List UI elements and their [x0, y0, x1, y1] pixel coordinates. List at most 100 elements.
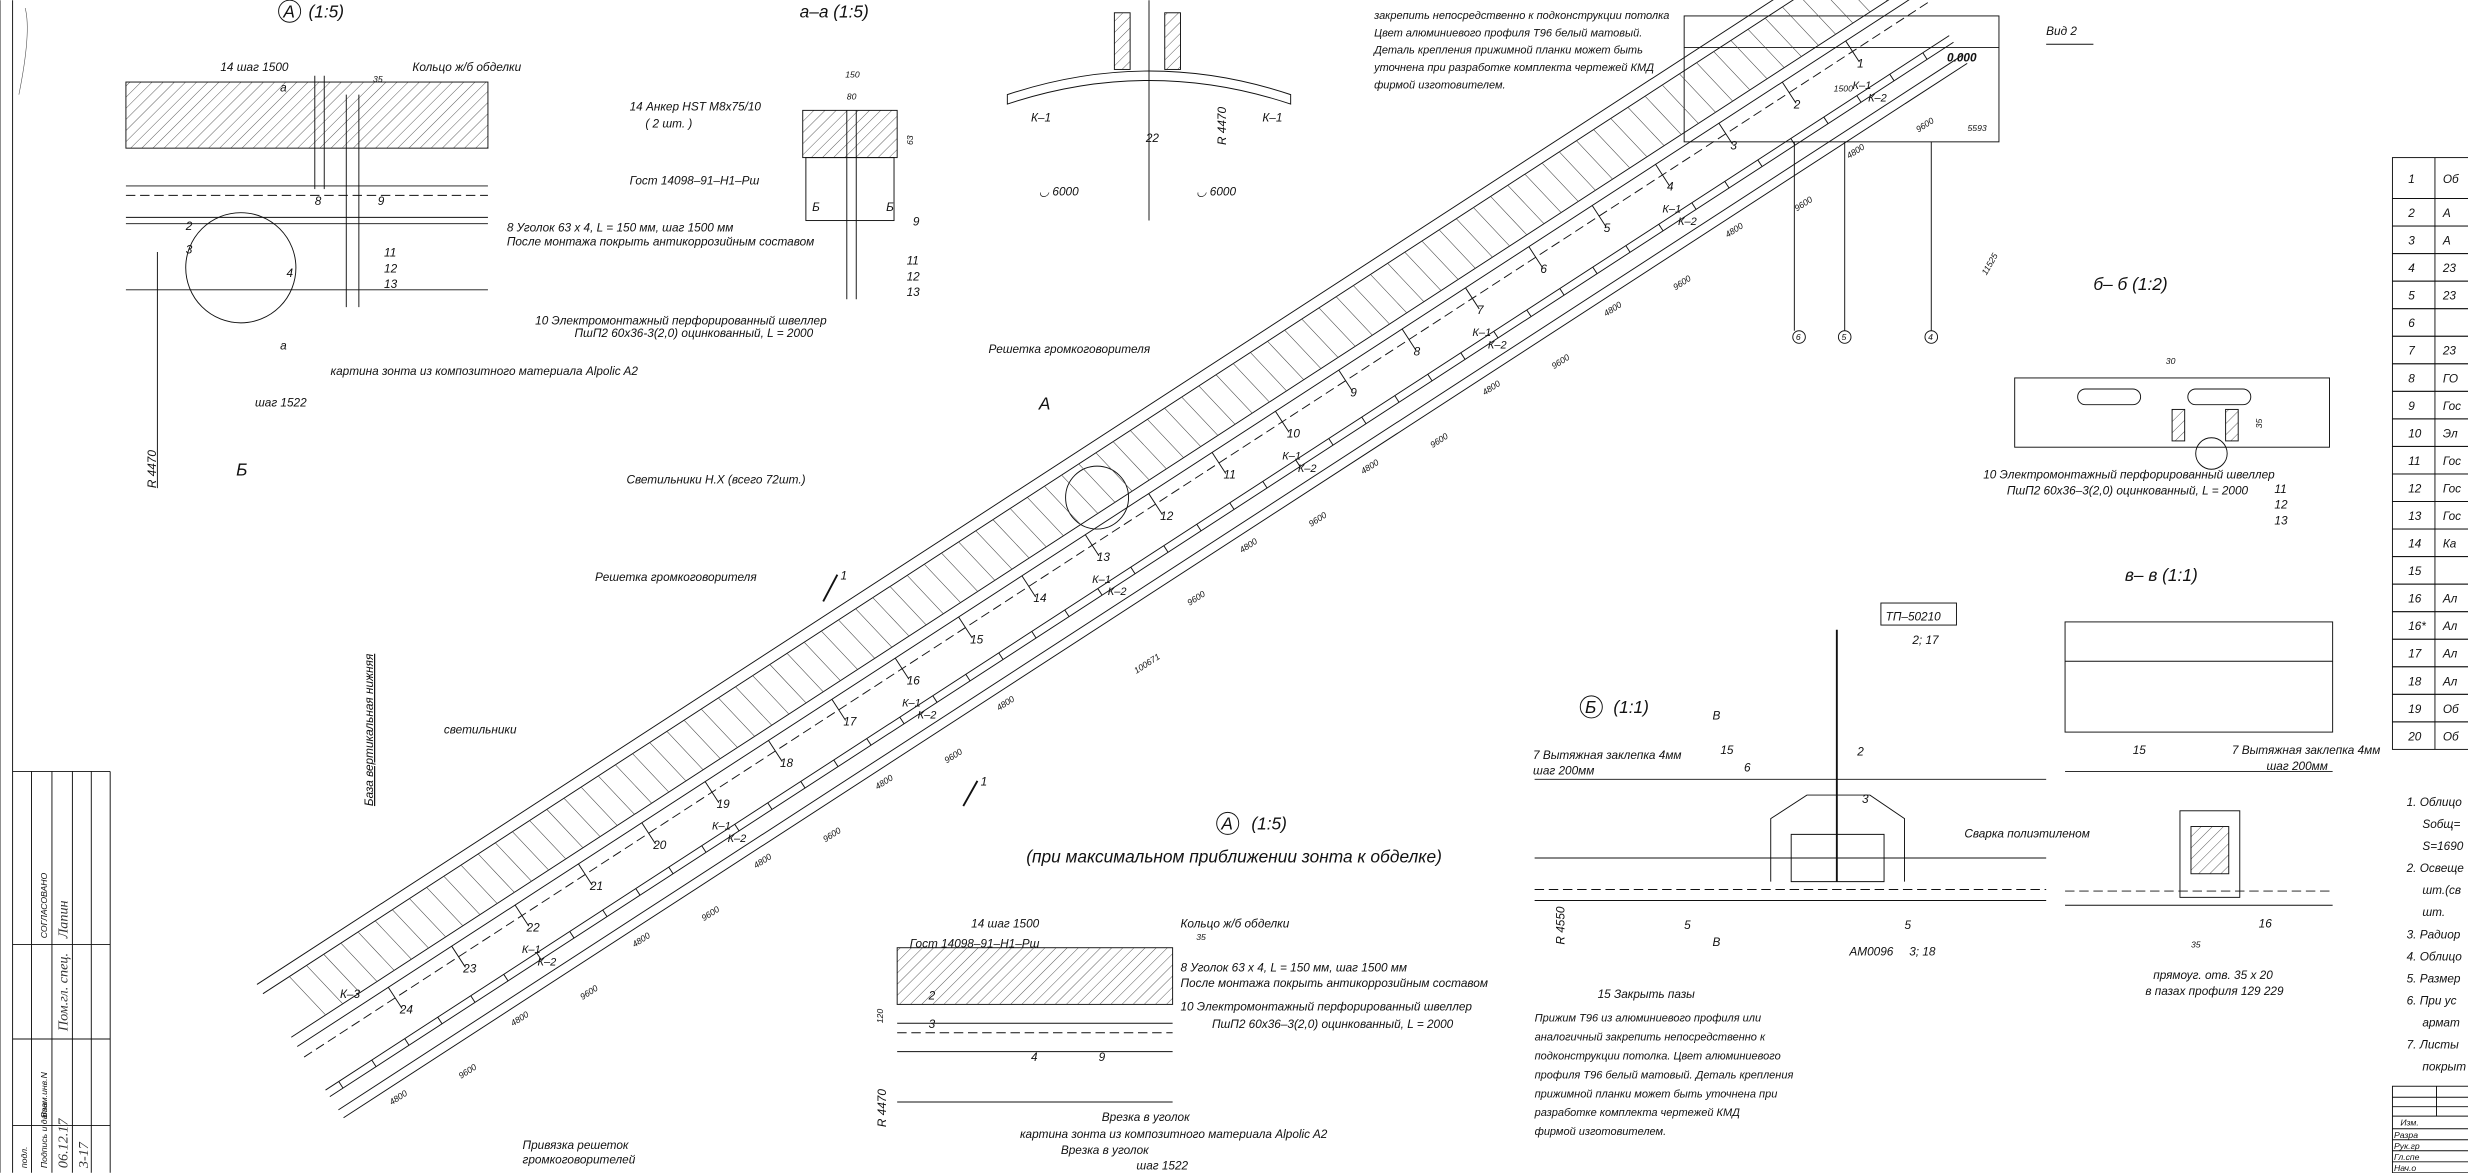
- cut-b: Б: [812, 200, 820, 214]
- view-a-title: (1:5): [308, 2, 344, 22]
- k2-label: К–2: [1298, 463, 1317, 475]
- grille-rib: [1644, 95, 1682, 135]
- row-number: 3: [2408, 234, 2415, 248]
- row-number: 4: [2408, 261, 2415, 275]
- grille-rib: [1507, 185, 1545, 224]
- row-number: 14: [2408, 537, 2422, 551]
- light-fixture: [1427, 373, 1433, 382]
- light-fixture: [1295, 459, 1301, 467]
- ceiling-elevation: 6 5 4 Вид 2 0.000 1500 5593 11525 Решетк…: [256, 0, 2094, 1166]
- grille-rib: [889, 586, 927, 626]
- pos-6: 6: [1744, 760, 1751, 774]
- view-b-title: (1:1): [1613, 697, 1649, 717]
- light-fixture: [404, 1038, 410, 1046]
- light-fixture: [1097, 588, 1103, 596]
- row-text: Гос: [2443, 481, 2461, 495]
- dim-label: 4800: [1480, 378, 1502, 397]
- cut-v: В: [1712, 935, 1720, 949]
- grille-rib: [1730, 40, 1768, 80]
- light-fixture: [371, 1059, 377, 1067]
- grille-rib: [1027, 497, 1064, 536]
- dim-label: 9600: [942, 746, 964, 765]
- channel-spec-2: ПшП2 60х36–3(2,0) оцинкованный, L = 2000: [1212, 1017, 1454, 1031]
- row-number: 1: [2408, 172, 2415, 186]
- leader-line: [1021, 575, 1037, 598]
- position-24: 24: [399, 1003, 414, 1017]
- grille-rib: [735, 686, 772, 726]
- note-line: прижимной планки может быть уточнена при: [1535, 1088, 1778, 1100]
- light-fixture: [1394, 395, 1400, 403]
- dim-35: 35: [2191, 940, 2201, 950]
- grille-rib: [632, 753, 669, 793]
- position-10: 10: [1287, 427, 1301, 441]
- k2-label: К–2: [1868, 92, 1887, 104]
- dim-5593: 5593: [1967, 123, 1986, 133]
- grille-rib: [1662, 84, 1699, 124]
- light-fixture: [998, 652, 1004, 660]
- rivet-step: шаг 200мм: [1533, 764, 1594, 778]
- beam-line: [343, 62, 1968, 1119]
- grille-rib: [1353, 285, 1390, 325]
- row-number: 19: [2408, 702, 2422, 716]
- grille-rib: [1112, 441, 1150, 481]
- leader-line: [387, 987, 403, 1009]
- pos-3: 3: [1862, 792, 1869, 806]
- grille-rib: [426, 887, 464, 926]
- position-5: 5: [1604, 221, 1611, 235]
- light-fixture: [1625, 245, 1631, 253]
- row-text: Об: [2443, 172, 2459, 186]
- grille-rib: [392, 909, 429, 949]
- light-fixture: [1856, 95, 1862, 103]
- channel-spec: 10 Электромонтажный перфорированный швел…: [1180, 1000, 1472, 1014]
- position-11: 11: [1224, 468, 1236, 482]
- dim-label: 4800: [995, 694, 1017, 713]
- stamp-signature-2: 06.12.17: [56, 1118, 72, 1168]
- beam-line: [256, 0, 1774, 985]
- light-fixture: [1262, 481, 1268, 489]
- light-fixture: [1922, 52, 1928, 60]
- dim-label: 9600: [1307, 510, 1329, 529]
- note-line: Деталь крепления прижимной планки может …: [1372, 45, 1643, 57]
- detail-callout-b: [185, 212, 297, 324]
- k1-label: К–1: [522, 944, 541, 956]
- row-text: Об: [2443, 702, 2459, 716]
- note-line: аналогичный закрепить непосредственно к: [1535, 1032, 1766, 1044]
- leader-line: [704, 781, 720, 803]
- section-bb-title: б– б (1:2): [2093, 274, 2167, 294]
- row-text: Эл: [2443, 426, 2458, 440]
- anchor-spec: 14 Анкер HST M8x75/10: [630, 99, 762, 113]
- k3-label: К–3: [340, 987, 361, 1001]
- grille-rib: [838, 619, 875, 659]
- grille-rib: [649, 742, 687, 782]
- title-block: Изм. Разра Рук.гр Гл.спе Нач.о: [2391, 1085, 2468, 1173]
- pos-13: 13: [2274, 513, 2288, 527]
- cut-mark: 1: [841, 568, 848, 582]
- light-fixture: [1064, 609, 1070, 617]
- grille-rib: [1198, 385, 1236, 425]
- grille-rib: [546, 809, 584, 848]
- light-fixture: [734, 824, 740, 832]
- grille-rib: [289, 976, 326, 1016]
- hole-spec: прямоуг. отв. 35 х 20: [2153, 968, 2273, 982]
- row-text: 23: [2442, 289, 2457, 303]
- light-fixture: [932, 695, 938, 703]
- cut-v: В: [1712, 709, 1720, 723]
- k1-label: К–1: [1262, 110, 1282, 124]
- dim-80: 80: [847, 91, 857, 101]
- binding-label: Привязка решеток: [523, 1138, 629, 1152]
- row-text: Ка: [2443, 537, 2457, 551]
- radius-label: R 4470: [875, 1089, 889, 1127]
- dim-label: 4800: [1237, 536, 1259, 555]
- dim-label: 9600: [1671, 273, 1693, 292]
- grille-rib: [495, 842, 532, 882]
- section-aa-title: а–а (1:5): [800, 2, 869, 22]
- grille-rib: [941, 552, 978, 592]
- detail-callout-a: [1065, 465, 1130, 530]
- cut-b: Б: [886, 200, 894, 214]
- grille-rib: [992, 519, 1030, 559]
- axis-5: 5: [1842, 332, 1847, 342]
- k2-label: К–2: [537, 957, 556, 969]
- dim-11525: 11525: [1979, 251, 1999, 276]
- radius-6000: ◡ 6000: [1039, 184, 1079, 198]
- beam-line: [303, 2, 1929, 1058]
